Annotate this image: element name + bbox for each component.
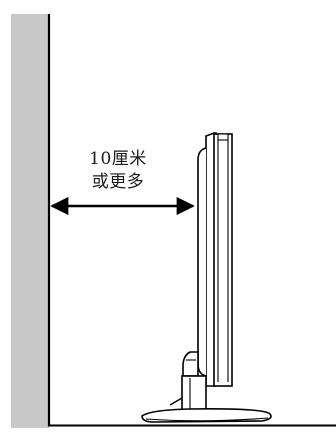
- clearance-label-distance: 10厘米: [89, 149, 147, 169]
- monitor-top-cap: [217, 133, 229, 141]
- clearance-label-or-more: 或更多: [91, 172, 145, 192]
- monitor-stand: [141, 351, 272, 423]
- monitor-panel: [213, 133, 233, 387]
- monitor-back-bulge: [197, 147, 207, 377]
- wall-margin: [0, 0, 11, 428]
- wall: [11, 14, 49, 428]
- stand-neck: [181, 375, 207, 413]
- stand-base: [141, 408, 272, 423]
- stand-base-edge: [145, 417, 269, 422]
- stand-hinge: [182, 351, 199, 377]
- monitor-side-view: [197, 132, 233, 387]
- stand-cable: [169, 397, 183, 406]
